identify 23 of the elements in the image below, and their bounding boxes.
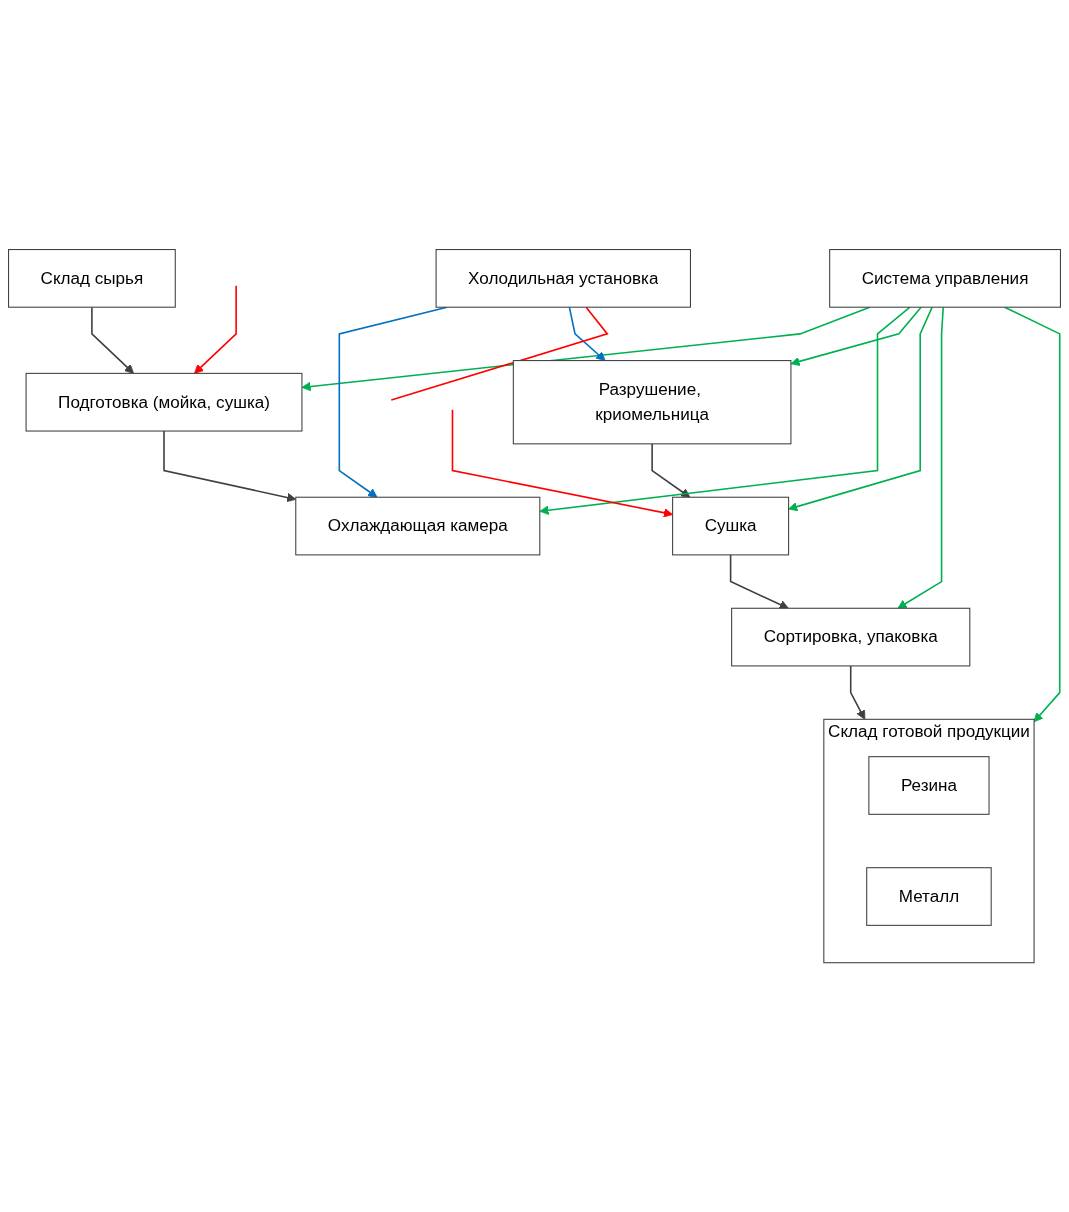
arrow (790, 306, 922, 366)
node-box: Подготовка (мойка, сушка) (25, 372, 303, 432)
node-box: Металл (866, 867, 992, 926)
arrow (568, 306, 606, 361)
node-box: Резина (868, 756, 990, 815)
arrow (788, 306, 933, 512)
arrow (651, 442, 691, 498)
arrow (194, 284, 237, 374)
arrow (91, 306, 134, 374)
node-box: Склад сырья (8, 248, 176, 308)
node-box: Сушка (672, 496, 790, 556)
connector (390, 306, 609, 401)
arrow (1003, 306, 1061, 722)
node-box: Разрушение, криомельница (512, 359, 792, 445)
arrow (539, 306, 911, 515)
arrow (849, 665, 866, 720)
node-box: Холодильная установка (435, 248, 691, 308)
node-box: Сортировка, упаковка (731, 607, 971, 667)
arrow (729, 553, 789, 609)
arrow (301, 306, 871, 391)
arrow (897, 306, 945, 609)
node-box: Охлаждающая камера (295, 496, 541, 556)
node-box: Система управления (829, 248, 1061, 308)
